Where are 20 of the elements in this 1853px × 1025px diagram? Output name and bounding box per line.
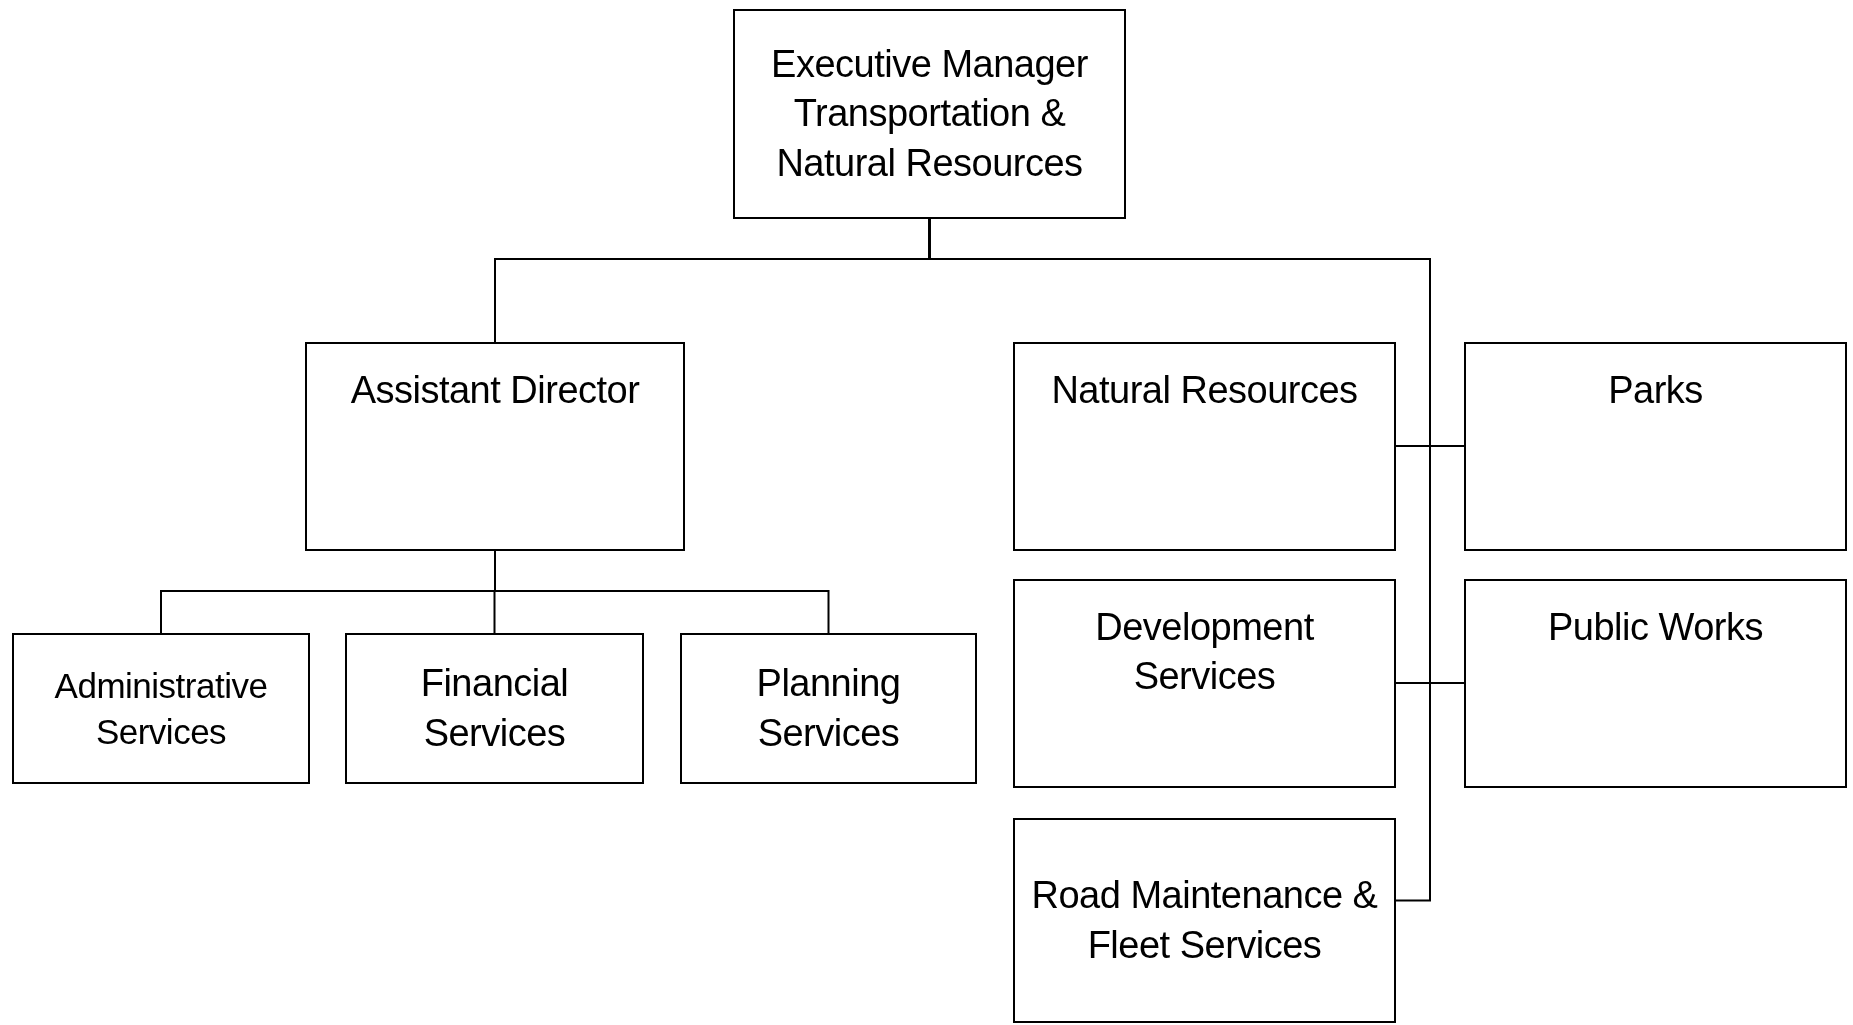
box-label: Public Works bbox=[1548, 605, 1763, 650]
org-box bbox=[733, 9, 1126, 219]
box-label: Financial Services bbox=[419, 661, 570, 756]
org-box bbox=[1013, 342, 1396, 551]
box-label: Road Maintenance & Fleet Services bbox=[1030, 873, 1379, 968]
org-box bbox=[305, 342, 685, 551]
org-box bbox=[1013, 818, 1396, 1023]
org-box bbox=[1464, 342, 1847, 551]
org-box bbox=[680, 633, 977, 784]
box-label: Development Services bbox=[1094, 605, 1315, 700]
box-label: Planning Services bbox=[755, 661, 902, 756]
box-label: Executive Manager Transportation & Natural Resources bbox=[770, 41, 1089, 186]
org-box bbox=[1464, 579, 1847, 788]
org-box bbox=[12, 633, 310, 784]
box-label: Natural Resources bbox=[1051, 368, 1358, 413]
box-label: Assistant Director bbox=[350, 368, 640, 413]
org-box bbox=[1013, 579, 1396, 788]
box-label: Parks bbox=[1608, 368, 1703, 413]
box-label: Administrative Services bbox=[53, 665, 269, 753]
org-box bbox=[345, 633, 644, 784]
